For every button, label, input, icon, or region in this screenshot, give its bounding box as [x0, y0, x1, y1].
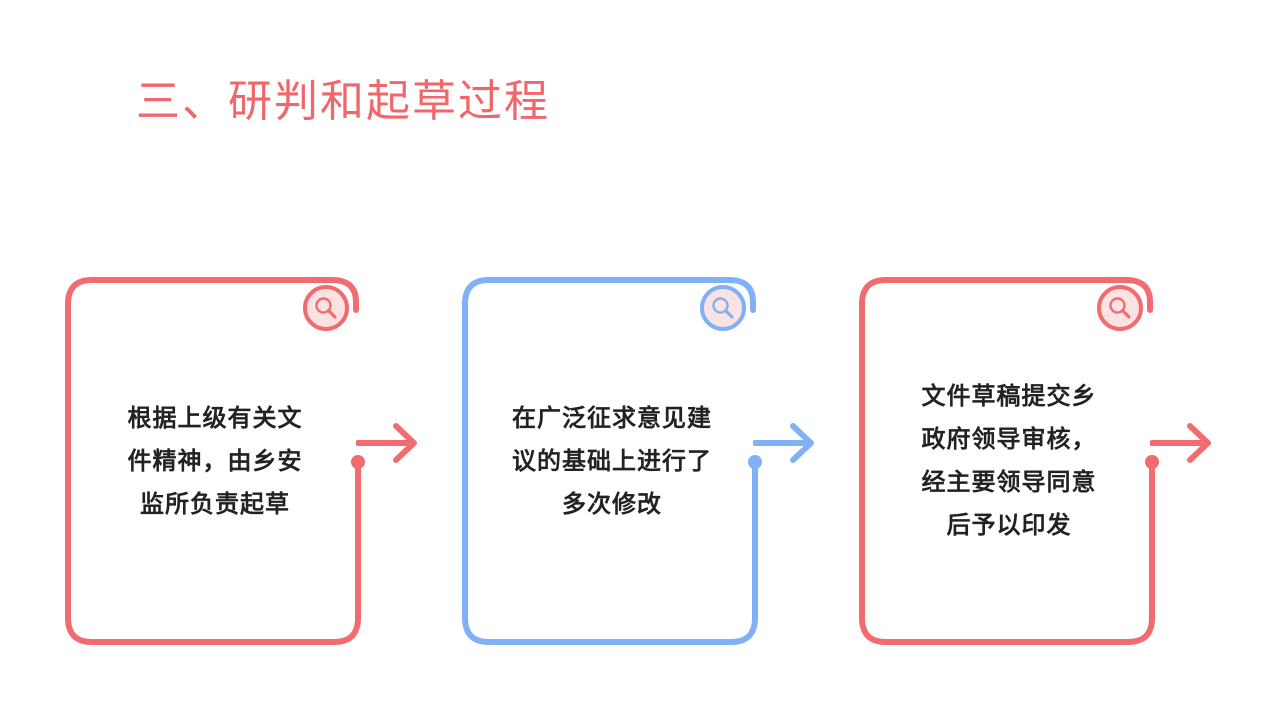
step-text-line: 经主要领导同意: [921, 468, 1097, 496]
step-frame: [65, 277, 365, 645]
search-icon: [700, 285, 746, 331]
step-text-line: 监所负责起草: [140, 489, 290, 518]
step-text-line: 政府领导审核，: [921, 425, 1097, 453]
step-description: 在广泛征求意见建 议的基础上进行了 多次修改: [491, 276, 733, 646]
step-frame: [859, 277, 1159, 645]
arrow-right-icon: [753, 423, 814, 463]
search-icon: [1097, 285, 1143, 331]
step-text-line: 议的基础上进行了: [512, 446, 712, 475]
step-text-line: 在广泛征求意见建: [512, 403, 712, 432]
search-icon: [303, 285, 349, 331]
step-text-line: 根据上级有关文: [127, 403, 303, 432]
step-text-line: 多次修改: [562, 489, 662, 518]
step-description: 根据上级有关文 件精神，由乡安 监所负责起草: [94, 276, 336, 646]
step-text-line: 文件草稿提交乡: [921, 382, 1097, 410]
arrow-right-icon: [1150, 423, 1211, 463]
arrow-right-icon: [356, 423, 417, 463]
step-frame: [462, 277, 762, 645]
step-description: 文件草稿提交乡 政府领导审核， 经主要领导同意 后予以印发: [888, 276, 1130, 646]
step-text-line: 后予以印发: [946, 511, 1072, 539]
process-step-3: 文件草稿提交乡 政府领导审核， 经主要领导同意 后予以印发: [858, 276, 1159, 646]
step-text-line: 件精神，由乡安: [127, 446, 303, 475]
process-step-2: 在广泛征求意见建 议的基础上进行了 多次修改: [461, 276, 762, 646]
process-step-1: 根据上级有关文 件精神，由乡安 监所负责起草: [64, 276, 365, 646]
page-title: 三、研判和起草过程: [136, 76, 550, 127]
